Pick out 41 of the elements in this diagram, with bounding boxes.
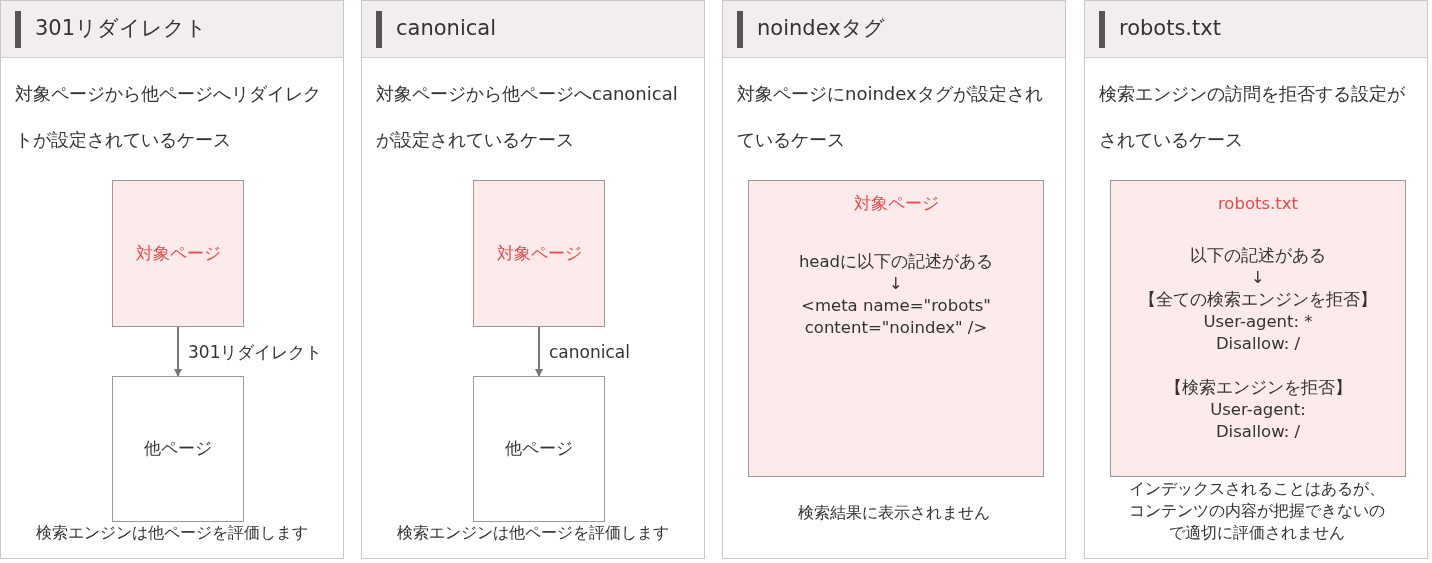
page-box — [112, 376, 244, 522]
code-text: Disallow: / — [1215, 421, 1301, 443]
result-note: 検索エンジンは他ページを評価します — [396, 523, 670, 544]
page-box — [473, 376, 605, 522]
result-note: 検索結果に表示されません — [797, 503, 991, 524]
arrow — [174, 326, 182, 377]
page-box — [112, 180, 244, 327]
card-background — [722, 0, 1066, 559]
case-description: 検索エンジンの訪問を拒否する設定がされているケース — [1099, 82, 1406, 152]
case-description: 対象ページから他ページへリダイレクトが設定されているケース — [15, 82, 322, 152]
result-note: 検索エンジンは他ページを評価します — [35, 523, 309, 544]
card-background — [361, 0, 705, 559]
code-text: 【検索エンジンを拒否】 — [1164, 377, 1352, 399]
page-box — [473, 180, 605, 327]
arrow — [535, 326, 543, 377]
page-label: 他ページ — [144, 438, 212, 460]
card-background — [1084, 0, 1428, 559]
panel-title: noindexタグ — [757, 15, 885, 42]
page-label: 対象ページ — [496, 242, 582, 265]
code-text: <meta name="robots" content="noindex" /> — [800, 295, 992, 339]
page-label: 他ページ — [505, 438, 573, 460]
code-text: 【全ての検索エンジンを拒否】 — [1139, 289, 1377, 311]
code-text: User-agent: * — [1203, 311, 1313, 333]
code-text: User-agent: — [1210, 399, 1306, 421]
code-text: ↓ — [1251, 267, 1265, 289]
page-label: robots.txt — [1217, 193, 1299, 215]
code-text: 以下の記述がある — [1190, 245, 1326, 267]
card-background — [0, 0, 344, 559]
code-text: headに以下の記述がある — [798, 251, 994, 273]
page-label: 対象ページ — [135, 242, 221, 265]
page-label: 対象ページ — [853, 193, 939, 215]
panel-title: canonical — [396, 15, 496, 42]
result-note: インデックスされることはあるが、コンテンツの内容が把握できないので適切に評価されません — [1128, 479, 1386, 544]
code-text: ↓ — [889, 273, 903, 295]
panel-title: 301リダイレクト — [35, 15, 208, 42]
case-description: 対象ページから他ページへcanonicalが設定されているケース — [376, 82, 679, 152]
case-description: 対象ページにnoindexタグが設定されているケース — [737, 82, 1044, 152]
page-box — [748, 180, 1044, 477]
page-box — [1110, 180, 1406, 477]
panel-title: robots.txt — [1119, 15, 1221, 42]
code-text: Disallow: / — [1215, 333, 1301, 355]
